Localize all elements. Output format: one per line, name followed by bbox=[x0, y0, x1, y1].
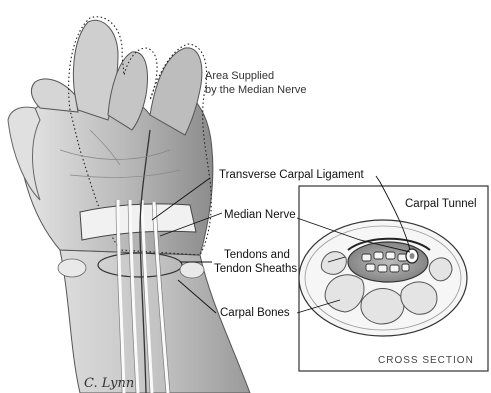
label-cross-section: CROSS SECTION bbox=[378, 355, 474, 366]
finger-ring-ulnar bbox=[31, 79, 78, 112]
label-tendons-line2: Tendon Sheaths bbox=[214, 262, 297, 276]
cross-section-panel bbox=[299, 186, 488, 371]
artist-signature: C. Lynn bbox=[84, 376, 134, 391]
label-median-nerve: Median Nerve bbox=[224, 208, 296, 222]
label-carpal-bones: Carpal Bones bbox=[220, 306, 290, 320]
label-carpal-tunnel: Carpal Tunnel bbox=[405, 197, 477, 211]
label-area-supplied-line2: by the Median Nerve bbox=[205, 83, 307, 97]
wrist-bone-right bbox=[180, 262, 204, 278]
wrist-bone-left bbox=[58, 259, 86, 277]
label-transverse-carpal-ligament: Transverse Carpal Ligament bbox=[219, 168, 364, 182]
label-area-supplied-line1: Area Supplied bbox=[205, 69, 274, 83]
label-tendons-line1: Tendons and bbox=[224, 248, 290, 262]
